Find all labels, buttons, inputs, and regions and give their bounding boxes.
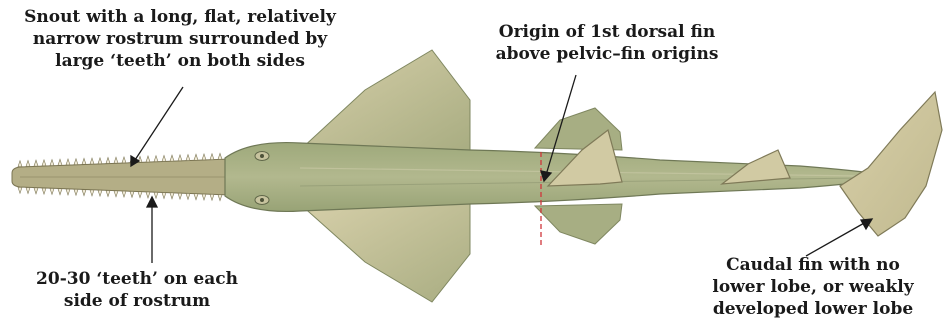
rostral-tooth [154, 156, 158, 162]
rostral-tooth [74, 159, 78, 165]
rostral-tooth [162, 193, 166, 199]
caudal-annotation-line-3: developed lower lobe [688, 298, 938, 320]
rostral-tooth [26, 160, 30, 166]
rostral-tooth [194, 194, 198, 200]
rostral-tooth [18, 161, 22, 167]
snout-arrow [135, 87, 183, 160]
rostral-tooth [130, 191, 134, 197]
caudal-annotation: Caudal fin with no lower lobe, or weakly… [688, 254, 938, 320]
rostral-tooth [34, 160, 38, 166]
rostral-tooth [90, 190, 94, 196]
rostral-tooth [202, 154, 206, 160]
caudal-arrow [806, 222, 866, 256]
caudal-annotation-line-2: lower lobe, or weakly [688, 276, 938, 298]
rostral-tooth [178, 155, 182, 161]
rostral-tooth [90, 158, 94, 164]
rostral-tooth [202, 194, 206, 200]
rostral-tooth [114, 157, 118, 163]
rostral-tooth [170, 193, 174, 199]
rostral-tooth [178, 193, 182, 199]
rostral-tooth [82, 190, 86, 196]
rostral-tooth [106, 157, 110, 163]
rostral-tooth [162, 155, 166, 161]
rostral-tooth [106, 191, 110, 197]
rostral-tooth [58, 159, 62, 165]
rostral-tooth [34, 188, 38, 194]
rostral-tooth [122, 157, 126, 163]
rostral-tooth [66, 189, 70, 195]
rostral-tooth [98, 190, 102, 196]
rostral-tooth [50, 188, 54, 194]
rostral-tooth [146, 156, 150, 162]
rostral-tooth [42, 188, 46, 194]
rostral-tooth [186, 155, 190, 161]
dorsal-annotation: Origin of 1st dorsal fin above pelvic–fi… [462, 21, 752, 65]
caudal-fin [840, 92, 942, 236]
rostral-tooth [50, 160, 54, 166]
rostral-tooth [18, 187, 22, 193]
rostral-tooth [170, 155, 174, 161]
rostral-tooth [218, 153, 222, 159]
rostral-tooth [58, 189, 62, 195]
snout-annotation-line-1: Snout with a long, flat, relatively [0, 6, 360, 28]
rostral-tooth [82, 158, 86, 164]
rostral-tooth [210, 154, 214, 160]
dorsal-annotation-line-1: Origin of 1st dorsal fin [462, 21, 752, 43]
snout-annotation-line-3: large ‘teeth’ on both sides [0, 50, 360, 72]
rostral-tooth [114, 191, 118, 197]
rostral-tooth [186, 193, 190, 199]
caudal-annotation-line-1: Caudal fin with no [688, 254, 938, 276]
rostral-tooth [26, 188, 30, 194]
rostral-tooth [194, 154, 198, 160]
teeth-annotation: 20-30 ‘teeth’ on each side of rostrum [22, 268, 252, 312]
rostral-tooth [154, 192, 158, 198]
pelvic-fin-lower [535, 204, 622, 244]
rostral-tooth [42, 160, 46, 166]
rostral-tooth [98, 158, 102, 164]
snout-annotation: Snout with a long, flat, relatively narr… [0, 6, 360, 72]
rostral-tooth [122, 191, 126, 197]
pectoral-fin-lower [300, 204, 470, 302]
rostral-tooth [218, 195, 222, 201]
rostral-tooth [66, 159, 70, 165]
teeth-annotation-line-1: 20-30 ‘teeth’ on each [22, 268, 252, 290]
rostral-tooth [146, 192, 150, 198]
rostral-tooth [138, 192, 142, 198]
rostral-tooth [74, 189, 78, 195]
rostral-tooth [210, 194, 214, 200]
snout-annotation-line-2: narrow rostrum surrounded by [0, 28, 360, 50]
teeth-annotation-line-2: side of rostrum [22, 290, 252, 312]
dorsal-annotation-line-2: above pelvic–fin origins [462, 43, 752, 65]
